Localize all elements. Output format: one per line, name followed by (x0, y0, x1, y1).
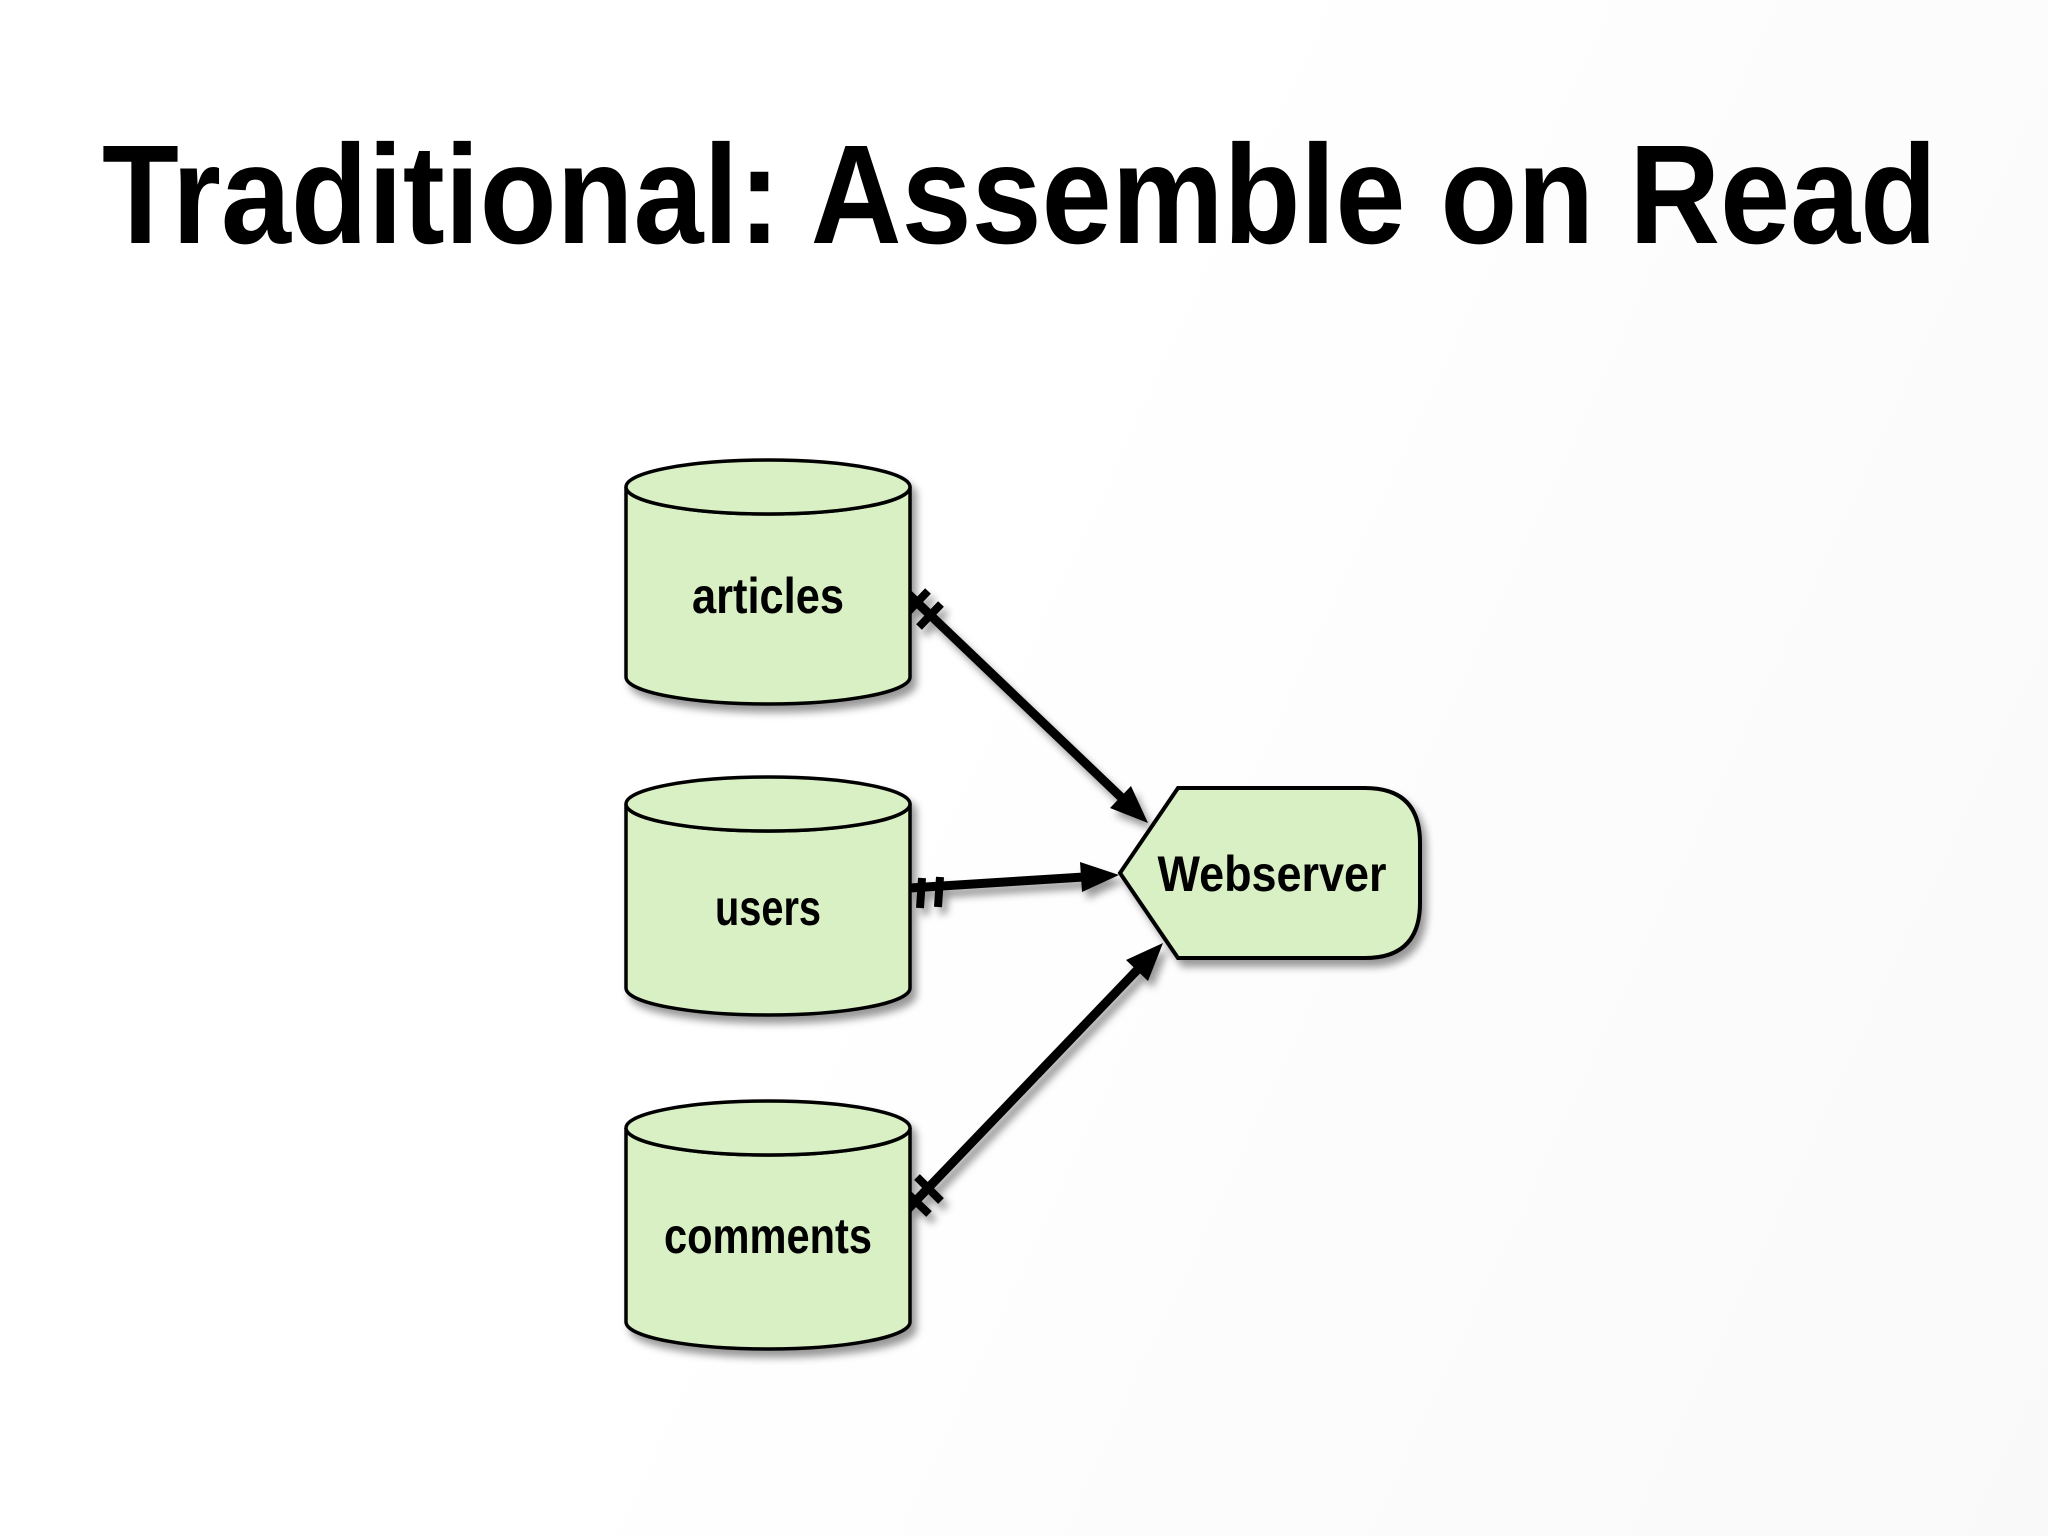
double-tick-mark (916, 601, 944, 630)
users-db-label: users (715, 880, 821, 936)
webserver-node (1117, 786, 1422, 960)
arrow-users-to-webserver (909, 862, 1119, 909)
slide-title: Traditional: Assemble on Read (102, 115, 1937, 273)
arrowhead-icon (1110, 786, 1148, 823)
arrow-line (904, 962, 1145, 1213)
database-cylinder-top (624, 775, 912, 833)
double-tick-mark (914, 1174, 944, 1204)
double-tick-mark (934, 876, 944, 908)
comments-db-node (624, 1099, 912, 1351)
webserver-shape (1117, 786, 1422, 960)
database-cylinder-top (624, 458, 912, 516)
arrowhead-icon (1126, 943, 1163, 981)
database-cylinder-top (624, 1099, 912, 1157)
articles-db-label: articles (692, 568, 844, 624)
arrowhead-icon (1080, 862, 1119, 892)
double-tick-mark (916, 877, 926, 909)
users-db-node (624, 775, 912, 1017)
webserver-label: Webserver (1158, 846, 1387, 902)
articles-db-node (624, 458, 912, 706)
diagram-shapes (624, 458, 1422, 1351)
arrow-line (899, 585, 1128, 804)
comments-db-label: comments (664, 1208, 872, 1264)
arrow-comments-to-webserver (901, 943, 1163, 1217)
arrow-articles-to-webserver (899, 585, 1148, 823)
